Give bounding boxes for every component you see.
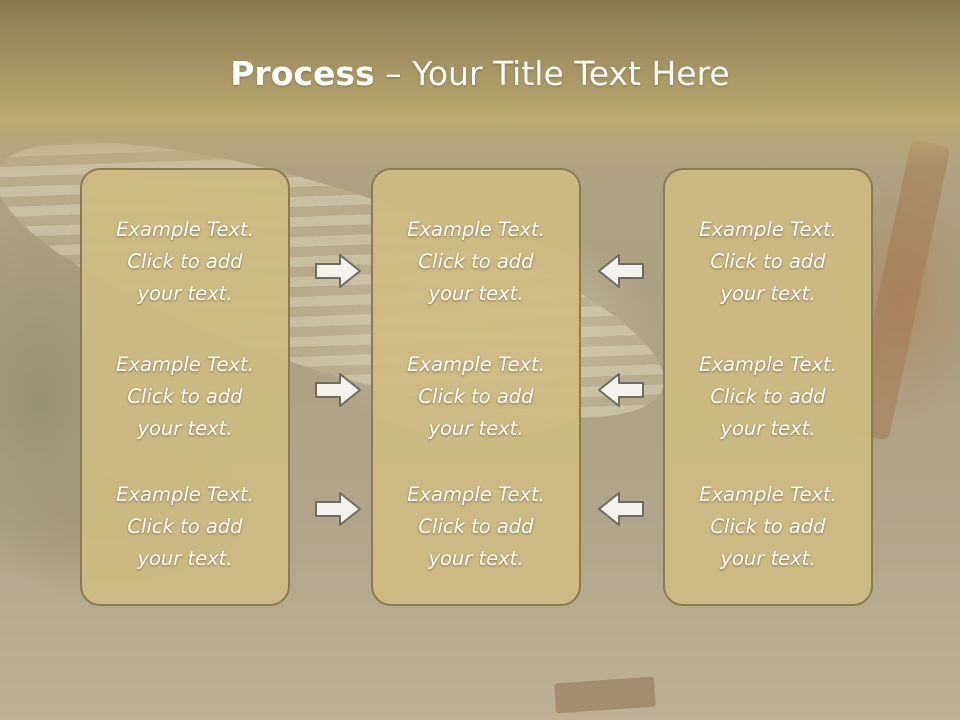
text-line: Click to add xyxy=(127,250,243,273)
text-line: your text. xyxy=(720,282,816,305)
slide-title[interactable]: Process – Your Title Text Here xyxy=(0,54,960,93)
title-bold: Process xyxy=(230,54,375,93)
text-line: Click to add xyxy=(127,385,243,408)
text-placeholder[interactable]: Example Text. Click to add your text. xyxy=(82,479,288,575)
left-arrow-icon xyxy=(598,373,644,407)
text-line: your text. xyxy=(137,547,233,570)
text-line: Example Text. xyxy=(699,218,837,241)
text-line: Example Text. xyxy=(407,353,545,376)
text-line: Example Text. xyxy=(116,218,254,241)
text-box-middle: Example Text. Click to add your text. Ex… xyxy=(371,168,581,606)
text-placeholder[interactable]: Example Text. Click to add your text. xyxy=(665,349,871,445)
text-line: Example Text. xyxy=(407,483,545,506)
text-line: Example Text. xyxy=(699,483,837,506)
text-line: Click to add xyxy=(418,385,534,408)
text-line: Example Text. xyxy=(699,353,837,376)
left-arrow-icon xyxy=(598,254,644,288)
text-line: Click to add xyxy=(710,515,826,538)
right-arrow-icon xyxy=(315,373,361,407)
text-line: your text. xyxy=(137,417,233,440)
right-arrow-icon xyxy=(315,254,361,288)
text-box-left: Example Text. Click to add your text. Ex… xyxy=(80,168,290,606)
text-line: your text. xyxy=(428,282,524,305)
text-placeholder[interactable]: Example Text. Click to add your text. xyxy=(82,214,288,310)
header-band xyxy=(0,0,960,170)
text-placeholder[interactable]: Example Text. Click to add your text. xyxy=(665,479,871,575)
text-placeholder[interactable]: Example Text. Click to add your text. xyxy=(373,214,579,310)
text-line: your text. xyxy=(137,282,233,305)
text-line: Click to add xyxy=(127,515,243,538)
text-line: Click to add xyxy=(418,250,534,273)
text-placeholder[interactable]: Example Text. Click to add your text. xyxy=(665,214,871,310)
title-rest: – Your Title Text Here xyxy=(374,54,730,93)
text-placeholder[interactable]: Example Text. Click to add your text. xyxy=(373,479,579,575)
text-line: Example Text. xyxy=(116,353,254,376)
left-arrow-icon xyxy=(598,492,644,526)
text-box-right: Example Text. Click to add your text. Ex… xyxy=(663,168,873,606)
text-line: your text. xyxy=(720,417,816,440)
text-line: your text. xyxy=(428,547,524,570)
text-line: Example Text. xyxy=(407,218,545,241)
text-line: Click to add xyxy=(418,515,534,538)
text-placeholder[interactable]: Example Text. Click to add your text. xyxy=(373,349,579,445)
text-line: your text. xyxy=(720,547,816,570)
text-line: Example Text. xyxy=(116,483,254,506)
text-line: Click to add xyxy=(710,385,826,408)
text-line: Click to add xyxy=(710,250,826,273)
text-line: your text. xyxy=(428,417,524,440)
text-placeholder[interactable]: Example Text. Click to add your text. xyxy=(82,349,288,445)
right-arrow-icon xyxy=(315,492,361,526)
